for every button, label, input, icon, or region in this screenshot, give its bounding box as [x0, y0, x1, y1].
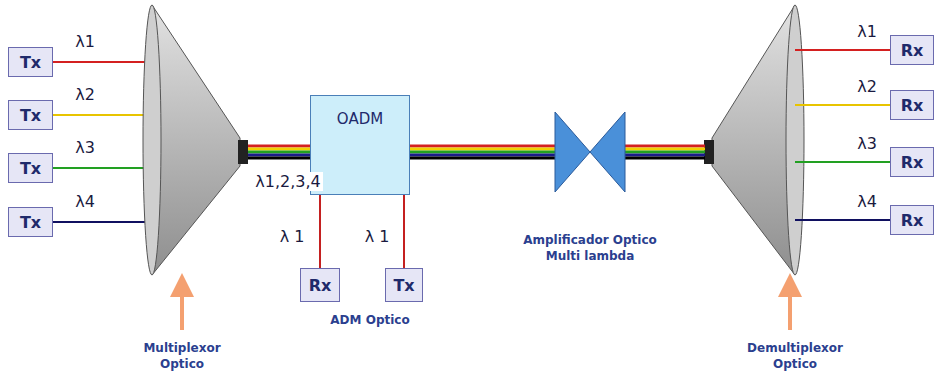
wavelength-label: λ4 — [73, 192, 97, 211]
transceiver-box: Rx — [890, 90, 934, 120]
component-caption: Multiplexor Optico — [122, 340, 242, 372]
wavelength-label: λ 1 — [363, 227, 392, 246]
transceiver-box: Tx — [8, 207, 53, 237]
optical-amplifier — [555, 112, 625, 192]
transceiver-box: Rx — [890, 147, 934, 177]
transceiver-box: Tx — [385, 268, 423, 302]
node-text: Rx — [901, 211, 924, 230]
node-text: Rx — [901, 96, 924, 115]
wavelength-label: λ1 — [73, 32, 97, 51]
rx-fibers — [795, 50, 890, 220]
multiplexer-funnel — [143, 5, 248, 275]
node-text: Tx — [393, 276, 414, 295]
wavelength-label: λ2 — [73, 85, 97, 104]
transceiver-box: Rx — [300, 268, 340, 302]
drop-add-fiber — [403, 195, 405, 268]
transceiver-box: Rx — [890, 205, 934, 235]
demultiplexer-funnel — [704, 5, 804, 275]
oadm-box: OADM — [310, 95, 410, 195]
pointer-arrow — [788, 285, 792, 330]
drop-add-fiber — [319, 195, 321, 268]
wavelength-label: λ3 — [73, 138, 97, 157]
node-text: Tx — [20, 159, 41, 178]
transceiver-box: Tx — [8, 47, 53, 77]
node-text: OADM — [337, 110, 383, 128]
wavelength-label: λ1,2,3,4 — [253, 172, 322, 191]
node-text: Tx — [20, 106, 41, 125]
wavelength-label: λ1 — [855, 22, 879, 41]
node-text: Tx — [20, 53, 41, 72]
component-caption: Amplificador Optico Multi lambda — [505, 232, 675, 264]
pointer-arrow — [180, 285, 184, 330]
node-text: Tx — [20, 213, 41, 232]
node-text: Rx — [901, 153, 924, 172]
component-caption: ADM Optico — [325, 312, 415, 328]
node-text: Rx — [309, 276, 332, 295]
transceiver-box: Tx — [8, 153, 53, 183]
node-text: Rx — [901, 41, 924, 60]
wavelength-label: λ4 — [855, 192, 879, 211]
wavelength-label: λ2 — [855, 77, 879, 96]
wavelength-label: λ 1 — [278, 227, 307, 246]
component-caption: Demultiplexor Optico — [730, 340, 860, 372]
transceiver-box: Tx — [8, 100, 53, 130]
wavelength-label: λ3 — [855, 134, 879, 153]
transceiver-box: Rx — [890, 35, 934, 65]
tx-fibers — [53, 62, 152, 222]
